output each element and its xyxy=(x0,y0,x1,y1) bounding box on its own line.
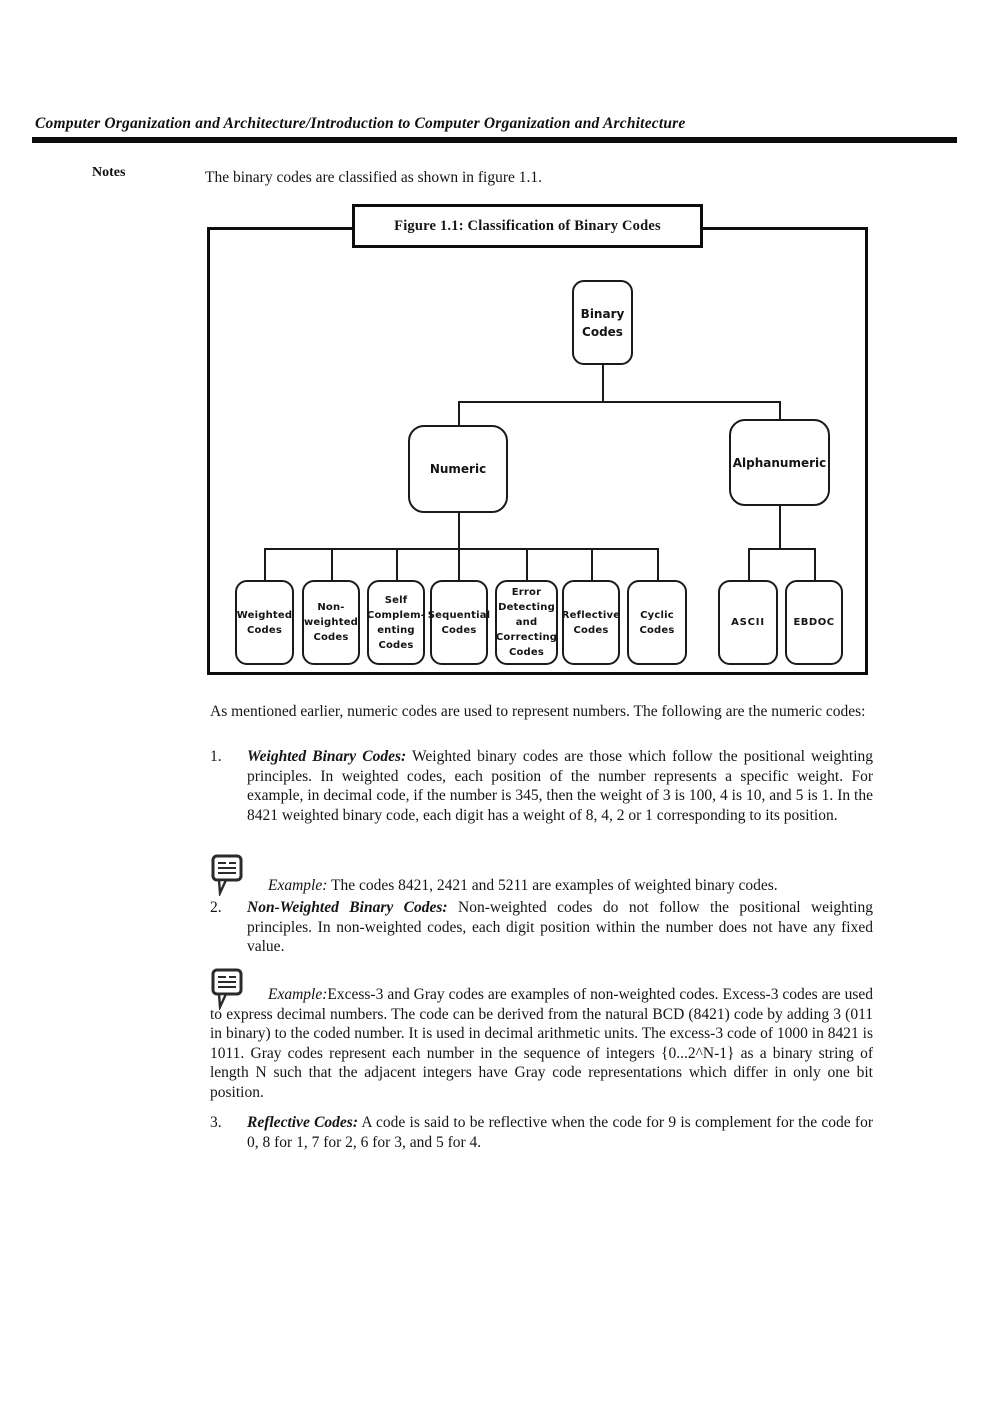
connector-line xyxy=(748,548,750,580)
connector-line xyxy=(264,548,266,580)
example-body: Excess-3 and Gray codes are examples of … xyxy=(210,986,873,1101)
node-weighted-codes: Weighted Codes xyxy=(235,580,294,665)
list-item-definition: Weighted binary codes are those which fo… xyxy=(247,748,874,824)
paragraph-numeric-intro: As mentioned earlier, numeric codes are … xyxy=(210,703,866,720)
list-item-definition: A code is said to be reflective when the… xyxy=(247,1114,873,1151)
list-item-definition: Non-weighted codes do not follow the pos… xyxy=(247,899,873,955)
connector-line xyxy=(458,513,460,548)
connector-line xyxy=(331,548,333,580)
node-reflective-codes: Reflective Codes xyxy=(562,580,620,665)
node-ebdoc: EBDOC xyxy=(785,580,843,665)
connector-line xyxy=(657,548,659,580)
node-binary-codes: Binary Codes xyxy=(572,280,633,365)
connector-line xyxy=(526,548,528,580)
connector-line xyxy=(458,548,460,580)
header-rule xyxy=(32,137,957,143)
connector-line xyxy=(396,548,398,580)
connector-line xyxy=(264,548,659,550)
list-item-weighted: 1. Weighted Binary Codes: Weighted binar… xyxy=(210,747,873,825)
node-cyclic-codes: Cyclic Codes xyxy=(627,580,687,665)
list-item-text: Reflective Codes: A code is said to be r… xyxy=(247,1113,873,1152)
list-item-reflective: 3. Reflective Codes: A code is said to b… xyxy=(210,1113,873,1152)
figure-1-1: Figure 1.1: Classification of Binary Cod… xyxy=(207,204,868,675)
connector-line xyxy=(748,548,816,550)
figure-title: Figure 1.1: Classification of Binary Cod… xyxy=(352,204,703,248)
connector-line xyxy=(458,401,781,403)
list-number: 2. xyxy=(210,899,222,916)
example-label: Example: xyxy=(268,877,328,894)
list-number: 1. xyxy=(210,748,222,765)
list-number: 3. xyxy=(210,1114,222,1131)
node-error-detecting-correcting-codes: Error Detecting and Correcting Codes xyxy=(495,580,558,665)
example-2-text: Example:Excess-3 and Gray codes are exam… xyxy=(210,985,873,1102)
connector-line xyxy=(814,548,816,580)
list-item-term: Non-Weighted Binary Codes: xyxy=(247,899,448,916)
list-item-text: Non-Weighted Binary Codes: Non-weighted … xyxy=(247,898,873,957)
notes-label: Notes xyxy=(92,165,126,180)
connector-line xyxy=(602,365,604,403)
example-body: The codes 8421, 2421 and 5211 are exampl… xyxy=(327,877,778,894)
node-numeric: Numeric xyxy=(408,425,508,513)
example-1-text: Example: The codes 8421, 2421 and 5211 a… xyxy=(268,876,888,896)
list-item-non-weighted: 2. Non-Weighted Binary Codes: Non-weight… xyxy=(210,898,873,957)
example-note-icon xyxy=(211,968,243,1015)
running-head: Computer Organization and Architecture/I… xyxy=(35,115,686,132)
node-sequential-codes: Sequential Codes xyxy=(428,580,490,665)
intro-sentence: The binary codes are classified as shown… xyxy=(205,169,543,186)
connector-line xyxy=(458,401,460,427)
example-label: Example: xyxy=(268,986,328,1003)
connector-line xyxy=(779,401,781,421)
connector-line xyxy=(779,506,781,548)
example-note-icon xyxy=(211,854,243,901)
list-item-term: Weighted Binary Codes: xyxy=(247,748,407,765)
list-item-term: Reflective Codes: xyxy=(247,1114,358,1131)
node-self-complementing-codes: Self Complem-enting Codes xyxy=(367,580,425,665)
list-item-text: Weighted Binary Codes: Weighted binary c… xyxy=(247,747,873,825)
node-ascii: ASCII xyxy=(718,580,778,665)
node-alphanumeric: Alphanumeric xyxy=(729,419,830,506)
connector-line xyxy=(591,548,593,580)
node-non-weighted-codes: Non-weighted Codes xyxy=(302,580,360,665)
